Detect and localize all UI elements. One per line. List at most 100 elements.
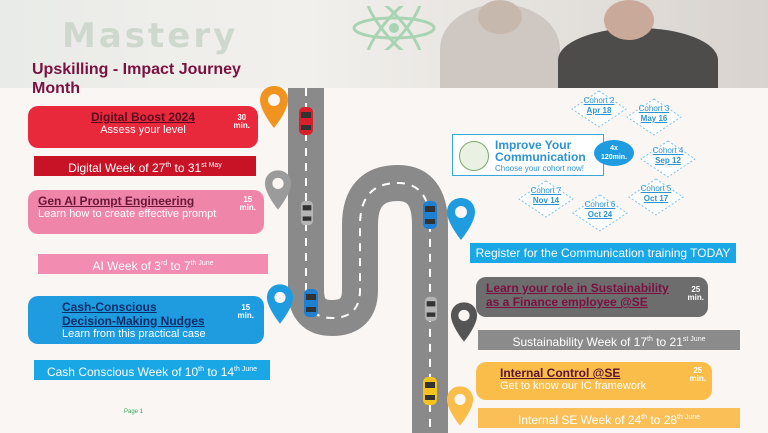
cohort-label: Cohort 4	[652, 146, 684, 155]
register-link[interactable]: Register for the Communication training …	[470, 243, 736, 263]
internal-se-week-banner: Internal SE Week of 24th to 28th June	[478, 408, 740, 428]
duration-value: 15	[241, 303, 251, 312]
duration-value: 15	[243, 195, 253, 204]
internal-control-subtitle: Get to know our IC framework	[500, 380, 647, 392]
gen-ai-title[interactable]: Gen AI Prompt Engineering	[38, 194, 195, 208]
cash-subtitle: Learn from this practical case	[62, 328, 206, 340]
duration-unit: min.	[233, 121, 250, 130]
duration-badge: 15 min.	[238, 304, 254, 320]
car-icon	[304, 289, 318, 317]
cohort-date: Nov 14	[532, 196, 560, 205]
cohort-date: Apr 18	[586, 106, 612, 115]
week-sup: th June	[190, 260, 214, 267]
car-icon	[424, 296, 438, 322]
duration-badge: 25 min.	[690, 367, 706, 383]
car-icon	[299, 107, 313, 135]
badge-line2: 120min.	[600, 154, 628, 161]
sustainability-title-line2[interactable]: as a Finance employee @SE	[486, 295, 648, 309]
internal-control-card[interactable]: Internal Control @SE Get to know our IC …	[476, 362, 712, 400]
cohort-date: Oct 17	[643, 194, 669, 203]
page-number: Page 1	[124, 409, 144, 415]
cash-title-line2[interactable]: Decision-Making Nudges	[62, 314, 205, 328]
duration-value: 25	[693, 366, 703, 375]
communication-title-line2: Communication	[495, 150, 586, 164]
digital-week-banner: Digital Week of 27th to 31st May	[34, 156, 256, 176]
cohort-date: Oct 24	[587, 210, 613, 219]
duration-unit: min.	[689, 374, 706, 383]
cohort-label: Cohort 3	[638, 104, 670, 113]
duration-badge: 15 min.	[240, 196, 256, 212]
woman-head	[604, 0, 654, 40]
week-sup: th	[647, 336, 653, 343]
week-text: to 7	[167, 259, 191, 273]
week-text: to 31	[171, 161, 202, 175]
week-sup: st June	[682, 336, 706, 343]
sustainability-week-banner: Sustainability Week of 17th to 21st June	[478, 330, 740, 350]
location-pin-icon	[446, 386, 474, 426]
duration-badge: 30 min.	[234, 114, 250, 130]
gen-ai-card[interactable]: Gen AI Prompt Engineering Learn how to c…	[28, 190, 264, 234]
communication-subtitle: Choose your cohort now!	[495, 164, 584, 173]
cohort-label: Cohort 5	[640, 184, 672, 193]
location-pin-icon	[260, 86, 288, 128]
week-sup: rd	[160, 260, 168, 267]
duration-unit: min.	[237, 311, 254, 320]
week-sup: st May	[201, 162, 222, 169]
cohort-label: Cohort 2	[583, 96, 615, 105]
cohort-label: Cohort 7	[530, 186, 562, 195]
car-icon	[300, 200, 314, 226]
communication-title-line1: Improve Your	[495, 138, 572, 152]
digital-boost-card[interactable]: Digital Boost 2024 Assess your level 30 …	[28, 106, 258, 148]
internal-control-title[interactable]: Internal Control @SE	[500, 366, 621, 380]
location-pin-icon	[264, 170, 292, 210]
location-pin-icon	[266, 284, 294, 324]
cohort-date: May 16	[640, 114, 668, 123]
page-title: Upskilling - Impact Journey Month	[32, 61, 241, 97]
cohort-date: Sep 12	[655, 156, 681, 165]
week-sup: th June	[234, 366, 258, 373]
sustainability-card[interactable]: Learn your role in Sustainability as a F…	[476, 277, 708, 317]
communication-title[interactable]: Improve Your Communication	[495, 139, 586, 163]
cash-title-line1[interactable]: Cash-Conscious	[62, 300, 157, 314]
week-text: AI Week of 3	[92, 259, 161, 273]
week-sup: th June	[677, 414, 701, 421]
badge-line1: 4x	[610, 145, 618, 152]
duration-badge: 25 min.	[688, 286, 704, 302]
week-text: to 21	[652, 335, 683, 349]
cash-conscious-card[interactable]: Cash-Conscious Decision-Making Nudges Le…	[28, 296, 264, 344]
mastery-logo: Mastery	[62, 16, 239, 56]
week-text: to 14	[204, 365, 235, 379]
cash-week-banner: Cash Conscious Week of 10th to 14th June	[34, 360, 270, 380]
car-icon	[423, 377, 437, 405]
sustainability-title-line1[interactable]: Learn your role in Sustainability	[486, 281, 669, 295]
week-sup: th	[165, 162, 172, 169]
duration-value: 25	[691, 285, 701, 294]
week-text: Sustainability Week of 17	[512, 335, 648, 349]
duration-unit: min.	[239, 203, 256, 212]
duration-value: 30	[237, 113, 247, 122]
digital-boost-title[interactable]: Digital Boost 2024	[90, 110, 196, 124]
location-pin-icon	[450, 302, 478, 342]
tree-icon	[459, 141, 489, 171]
car-icon	[423, 201, 437, 229]
digital-boost-subtitle: Assess your level	[100, 124, 186, 136]
duration-unit: min.	[687, 293, 704, 302]
week-text: to 28	[647, 413, 678, 427]
communication-box[interactable]: Improve Your Communication Choose your c…	[452, 134, 604, 176]
ai-week-banner: AI Week of 3rd to 7th June	[38, 254, 268, 274]
header-banner: Mastery	[0, 0, 768, 88]
communication-badge: 4x 120min.	[594, 140, 634, 166]
week-text: Internal SE Week of 24	[517, 413, 642, 427]
man-head	[478, 0, 522, 34]
location-pin-icon	[447, 198, 475, 240]
week-sup: th	[641, 414, 648, 421]
cohort-label: Cohort 6	[584, 200, 616, 209]
week-sup: th	[198, 366, 205, 373]
